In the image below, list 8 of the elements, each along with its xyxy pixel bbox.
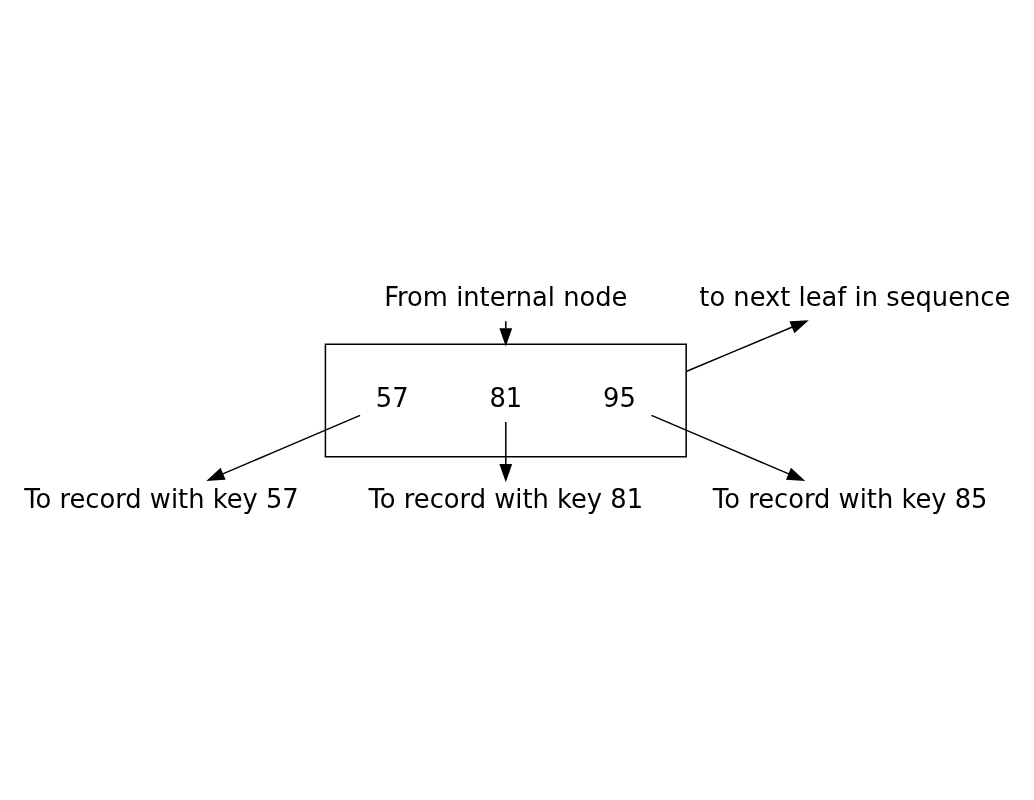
node-text: To record with key 85 <box>712 483 987 514</box>
node-text: 95 <box>602 382 636 413</box>
node-text: To record with key 57 <box>23 483 299 514</box>
node-text: From internal node <box>383 281 627 312</box>
node-text: 81 <box>488 382 522 413</box>
node-text: to next leaf in sequence <box>698 281 1010 312</box>
node-text: To record with key 81 <box>368 483 643 514</box>
node-text: 57 <box>375 382 409 413</box>
